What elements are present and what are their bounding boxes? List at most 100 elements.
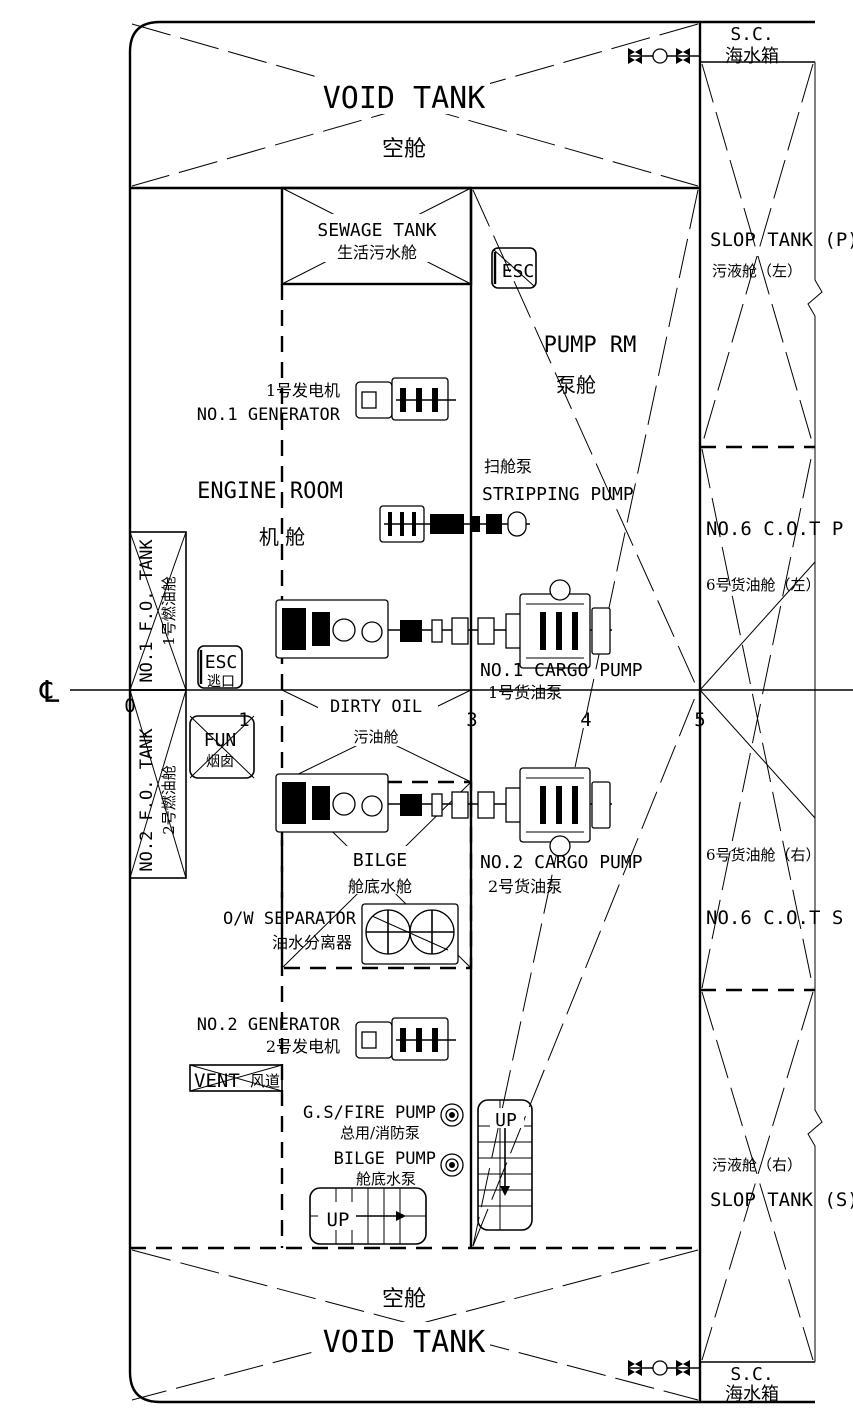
- dirty-oil-label: DIRTY OIL: [330, 697, 422, 717]
- cargo-pump-2-drive: [275, 773, 612, 833]
- centerline-symbol: ℄: [39, 675, 60, 710]
- gs-fire-pump-icon: [440, 1103, 464, 1127]
- fo-tank-1-label: NO.1 F.O. TANK: [137, 539, 157, 683]
- bilge-label: BILGE: [353, 850, 407, 871]
- cot-6s: 6号货油舱（右） NO.6 C.O.T S: [706, 846, 843, 929]
- ow-separator-label-cn: 油水分离器: [272, 933, 352, 952]
- frame-number-1: 1: [238, 709, 249, 731]
- void-tank-top-label-cn: 空舱: [382, 137, 426, 162]
- funnel: FUN 烟囱: [189, 715, 255, 779]
- sea-chest-bottom: S.C. 海水箱: [700, 1361, 815, 1405]
- sea-chest-top-label-cn: 海水箱: [725, 46, 779, 67]
- bilge-pump-label: BILGE PUMP: [334, 1149, 436, 1169]
- pump-room-label: PUMP RM: [544, 333, 637, 358]
- cargo-pump-2-label-cn: 2号货油泵: [488, 877, 562, 896]
- gs-fire-pump-label-cn: 总用/消防泵: [340, 1124, 420, 1142]
- sewage-tank-label: SEWAGE TANK: [317, 220, 436, 241]
- fo-tank-2: NO.2 F.O. TANK 2号燃油舱: [129, 689, 187, 879]
- ow-separator-label: O/W SEPARATOR: [223, 909, 357, 929]
- esc-pump-room-hatch: ESC: [491, 247, 537, 289]
- generator-2-icon: [355, 1017, 456, 1061]
- generator-1: 1号发电机 NO.1 GENERATOR: [197, 377, 456, 425]
- sea-chest-bottom-label: S.C.: [730, 1364, 773, 1385]
- vent-duct: VENT 风道: [189, 1064, 283, 1092]
- sewage-tank: SEWAGE TANK 生活污水舱: [280, 186, 473, 286]
- pump-room: PUMP RM 泵舱: [469, 188, 699, 1248]
- vent-label-cn: 风道: [250, 1072, 280, 1090]
- ow-separator-icon: [361, 903, 459, 965]
- ow-separator: O/W SEPARATOR 油水分离器: [223, 903, 459, 965]
- funnel-label-cn: 烟囱: [206, 754, 234, 770]
- cot-6p-label: NO.6 C.O.T P: [706, 518, 843, 540]
- engine-room-label: ENGINE ROOM: [197, 479, 343, 504]
- slop-tank-s-label: SLOP TANK (S): [710, 1189, 853, 1211]
- cargo-pump-2: NO.2 CARGO PUMP 2号货油泵: [480, 852, 643, 896]
- void-tank-top-label: VOID TANK: [323, 81, 486, 116]
- cot-6p: NO.6 C.O.T P 6号货油舱（左）: [706, 518, 843, 594]
- pump-room-label-cn: 泵舱: [556, 373, 596, 397]
- sea-valve-top-icon: [628, 48, 700, 64]
- fo-tank-2-label: NO.2 F.O. TANK: [137, 728, 157, 872]
- frame-number-3: 3: [466, 709, 477, 731]
- esc-pump-room-label: ESC: [502, 261, 535, 282]
- void-tank-bottom-label: VOID TANK: [323, 1325, 486, 1360]
- esc-engine-label: ESC: [205, 652, 238, 673]
- generator-1-label: NO.1 GENERATOR: [197, 405, 341, 425]
- slop-tank-s: 污液舱（右） SLOP TANK (S): [710, 1156, 853, 1211]
- side-tanks: [699, 62, 823, 1362]
- generator-2-label-cn: 2号发电机: [266, 1037, 340, 1056]
- gs-fire-pump: G.S/FIRE PUMP 总用/消防泵: [303, 1103, 464, 1142]
- void-tank-bottom: 空舱 VOID TANK: [130, 1246, 700, 1401]
- fo-tank-1: NO.1 F.O. TANK 1号燃油舱: [129, 531, 187, 691]
- engine-room-label-cn: 机 舱: [259, 525, 305, 549]
- cargo-pump-1-icon: [519, 579, 611, 669]
- esc-engine-label-cn: 逃口: [207, 674, 235, 690]
- stair-up-1-label: UP: [495, 1110, 517, 1131]
- bilge-label-cn: 舱底水舱: [348, 877, 412, 896]
- stair-up-2-label: UP: [327, 1209, 350, 1231]
- sea-chest-bottom-label-cn: 海水箱: [725, 1384, 779, 1405]
- void-tank-top: VOID TANK 空舱: [130, 23, 700, 190]
- cot-6s-label: NO.6 C.O.T S: [706, 907, 843, 929]
- bilge-pump: BILGE PUMP 舱底水泵: [334, 1149, 464, 1188]
- cot-6p-label-cn: 6号货油舱（左）: [706, 576, 821, 594]
- cargo-pump-1-label-cn: 1号货油泵: [488, 683, 562, 702]
- stair-engine-room: UP: [309, 1187, 427, 1245]
- stripping-pump-icon: [379, 505, 530, 543]
- sea-chest-top-label: S.C.: [730, 24, 773, 45]
- frame-number-5: 5: [694, 709, 705, 731]
- cargo-pump-1-label: NO.1 CARGO PUMP: [480, 660, 643, 681]
- bilge-pump-label-cn: 舱底水泵: [356, 1170, 416, 1188]
- cargo-pump-2-label: NO.2 CARGO PUMP: [480, 852, 643, 873]
- sea-valve-bottom-icon: [628, 1360, 700, 1376]
- stripping-pump-label-cn: 扫舱泵: [484, 457, 532, 476]
- slop-tank-p: SLOP TANK (P) 污液舱（左）: [710, 229, 853, 280]
- dirty-oil-tank: DIRTY OIL 污油舱: [281, 689, 472, 783]
- generator-2-label: NO.2 GENERATOR: [197, 1015, 341, 1035]
- esc-engine-hatch: ESC 逃口: [197, 645, 243, 690]
- sewage-tank-label-cn: 生活污水舱: [337, 243, 417, 262]
- cargo-pump-2-icon: [519, 767, 611, 857]
- void-tank-bottom-label-cn: 空舱: [382, 1287, 426, 1312]
- cot-6s-label-cn: 6号货油舱（右）: [706, 846, 821, 864]
- generator-1-icon: [355, 377, 456, 421]
- slop-tank-p-label: SLOP TANK (P): [710, 229, 853, 251]
- stair-pump-room: UP: [477, 1099, 533, 1231]
- bilge-tank: BILGE 舱底水舱: [280, 780, 473, 970]
- sea-chest-top: S.C. 海水箱: [700, 24, 815, 67]
- centerline: ℄: [39, 675, 853, 710]
- engine-room: ENGINE ROOM 机 舱: [197, 479, 343, 549]
- fo-tank-2-label-cn: 2号燃油舱: [160, 765, 178, 835]
- slop-tank-p-label-cn: 污液舱（左）: [712, 262, 802, 280]
- cargo-pump-1-drive: [275, 599, 612, 659]
- stripping-pump-label: STRIPPING PUMP: [482, 484, 634, 505]
- cargo-pump-1: NO.1 CARGO PUMP 1号货油泵: [480, 660, 643, 702]
- fo-tank-1-label-cn: 1号燃油舱: [160, 576, 178, 646]
- dirty-oil-label-cn: 污油舱: [353, 728, 398, 746]
- stripping-pump: 扫舱泵 STRIPPING PUMP: [379, 457, 634, 543]
- gs-fire-pump-label: G.S/FIRE PUMP: [303, 1103, 436, 1123]
- funnel-label: FUN: [204, 730, 237, 751]
- frame-number-4: 4: [580, 709, 591, 731]
- vent-label: VENT: [194, 1070, 240, 1092]
